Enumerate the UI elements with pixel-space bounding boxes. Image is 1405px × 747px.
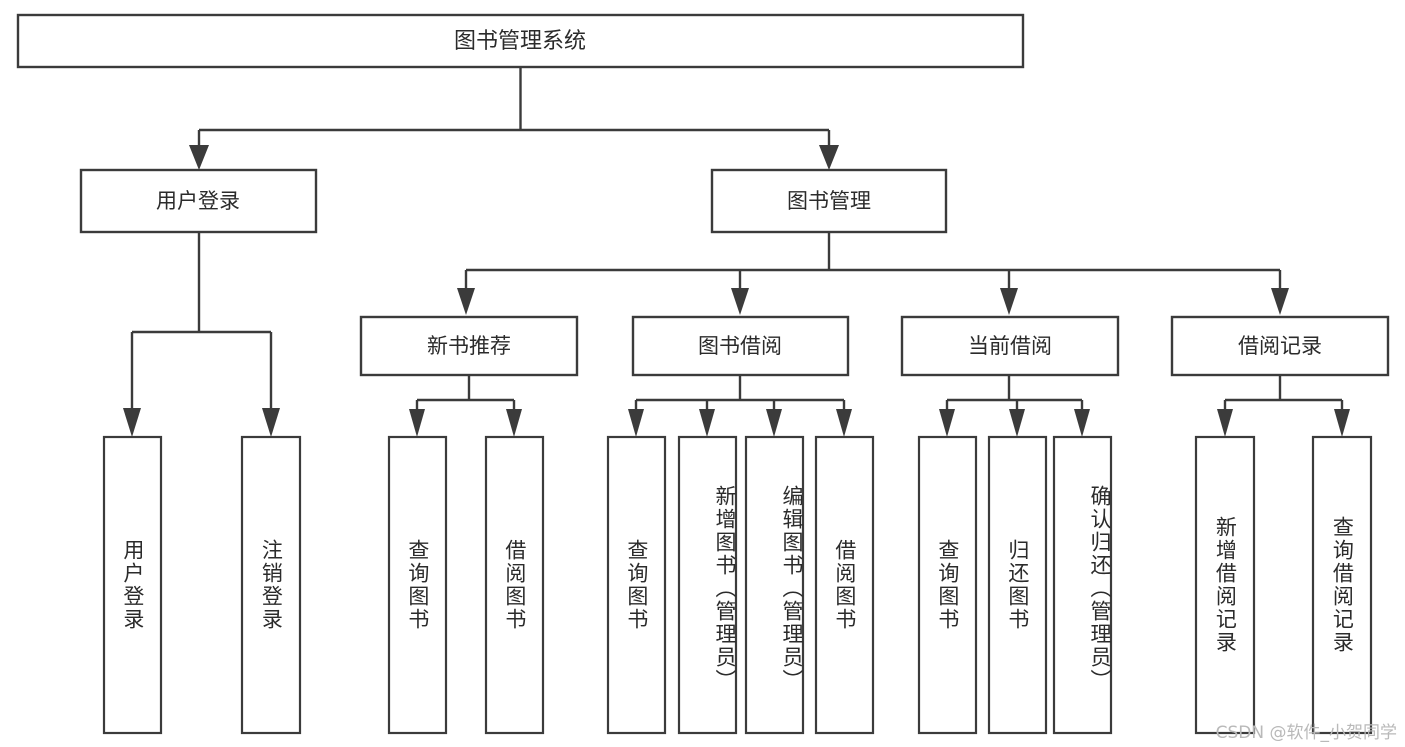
node-book-borrow[interactable] — [631, 315, 850, 377]
node-root[interactable] — [16, 13, 1025, 69]
arrow-head-new-book-recommend — [457, 288, 475, 315]
node-book-manage-label: 图书管理 — [787, 189, 871, 213]
arrow-head-leaf-user-login — [123, 408, 141, 437]
node-leaf-user-login[interactable] — [102, 435, 163, 735]
node-book-manage[interactable] — [710, 168, 948, 234]
arrow-head-user-login — [189, 145, 209, 170]
node-new-book-recommend[interactable] — [359, 315, 579, 377]
node-leaf-return-book[interactable] — [987, 435, 1048, 735]
arrow-head-leaf-user-logout — [262, 408, 280, 437]
node-current-borrow-label: 当前借阅 — [968, 334, 1052, 358]
node-layer: 图书管理系统 用户登录 图书管理 新书推荐 图书借阅 当前借阅 借阅记录 — [16, 13, 1390, 735]
node-leaf-add-record[interactable] — [1194, 435, 1256, 735]
arrow-head-book-manage — [819, 145, 839, 170]
node-leaf-query-book-1[interactable] — [387, 435, 448, 735]
node-leaf-query-record[interactable] — [1311, 435, 1373, 735]
csdn-watermark: CSDN @软件_小贺同学 — [1215, 723, 1397, 743]
node-book-borrow-label: 图书借阅 — [698, 334, 782, 358]
node-leaf-user-logout[interactable] — [240, 435, 302, 735]
arrow-head-leaf-confirm-return — [1074, 409, 1090, 437]
arrow-head-borrow-record — [1271, 288, 1289, 315]
arrow-head-leaf-add-book — [699, 409, 715, 437]
arrow-head-book-borrow — [731, 288, 749, 315]
node-current-borrow[interactable] — [900, 315, 1120, 377]
arrow-head-leaf-query-book-2 — [628, 409, 644, 437]
node-user-login[interactable] — [79, 168, 318, 234]
node-borrow-record[interactable] — [1170, 315, 1390, 377]
arrow-head-leaf-add-record — [1217, 409, 1233, 437]
arrow-head-leaf-return-book — [1009, 409, 1025, 437]
node-new-book-recommend-label: 新书推荐 — [427, 334, 511, 358]
node-leaf-edit-book[interactable] — [744, 435, 805, 735]
connector-layer — [123, 67, 1350, 437]
arrow-head-leaf-query-record — [1334, 409, 1350, 437]
node-leaf-borrow-book-2[interactable] — [814, 435, 875, 735]
arrow-head-leaf-edit-book — [766, 409, 782, 437]
node-leaf-query-book-2[interactable] — [606, 435, 667, 735]
arrow-head-leaf-borrow-book-1 — [506, 409, 522, 437]
arrow-head-current-borrow — [1000, 288, 1018, 315]
node-leaf-borrow-book-1[interactable] — [484, 435, 545, 735]
node-leaf-confirm-return[interactable] — [1052, 435, 1113, 735]
node-borrow-record-label: 借阅记录 — [1238, 334, 1322, 358]
node-user-login-label: 用户登录 — [156, 189, 240, 213]
node-leaf-add-book[interactable] — [677, 435, 738, 735]
node-root-label: 图书管理系统 — [454, 29, 586, 54]
arrow-head-leaf-query-book-3 — [939, 409, 955, 437]
node-leaf-query-book-3[interactable] — [917, 435, 978, 735]
arrow-head-leaf-query-book-1 — [409, 409, 425, 437]
arrow-head-leaf-borrow-book-2 — [836, 409, 852, 437]
